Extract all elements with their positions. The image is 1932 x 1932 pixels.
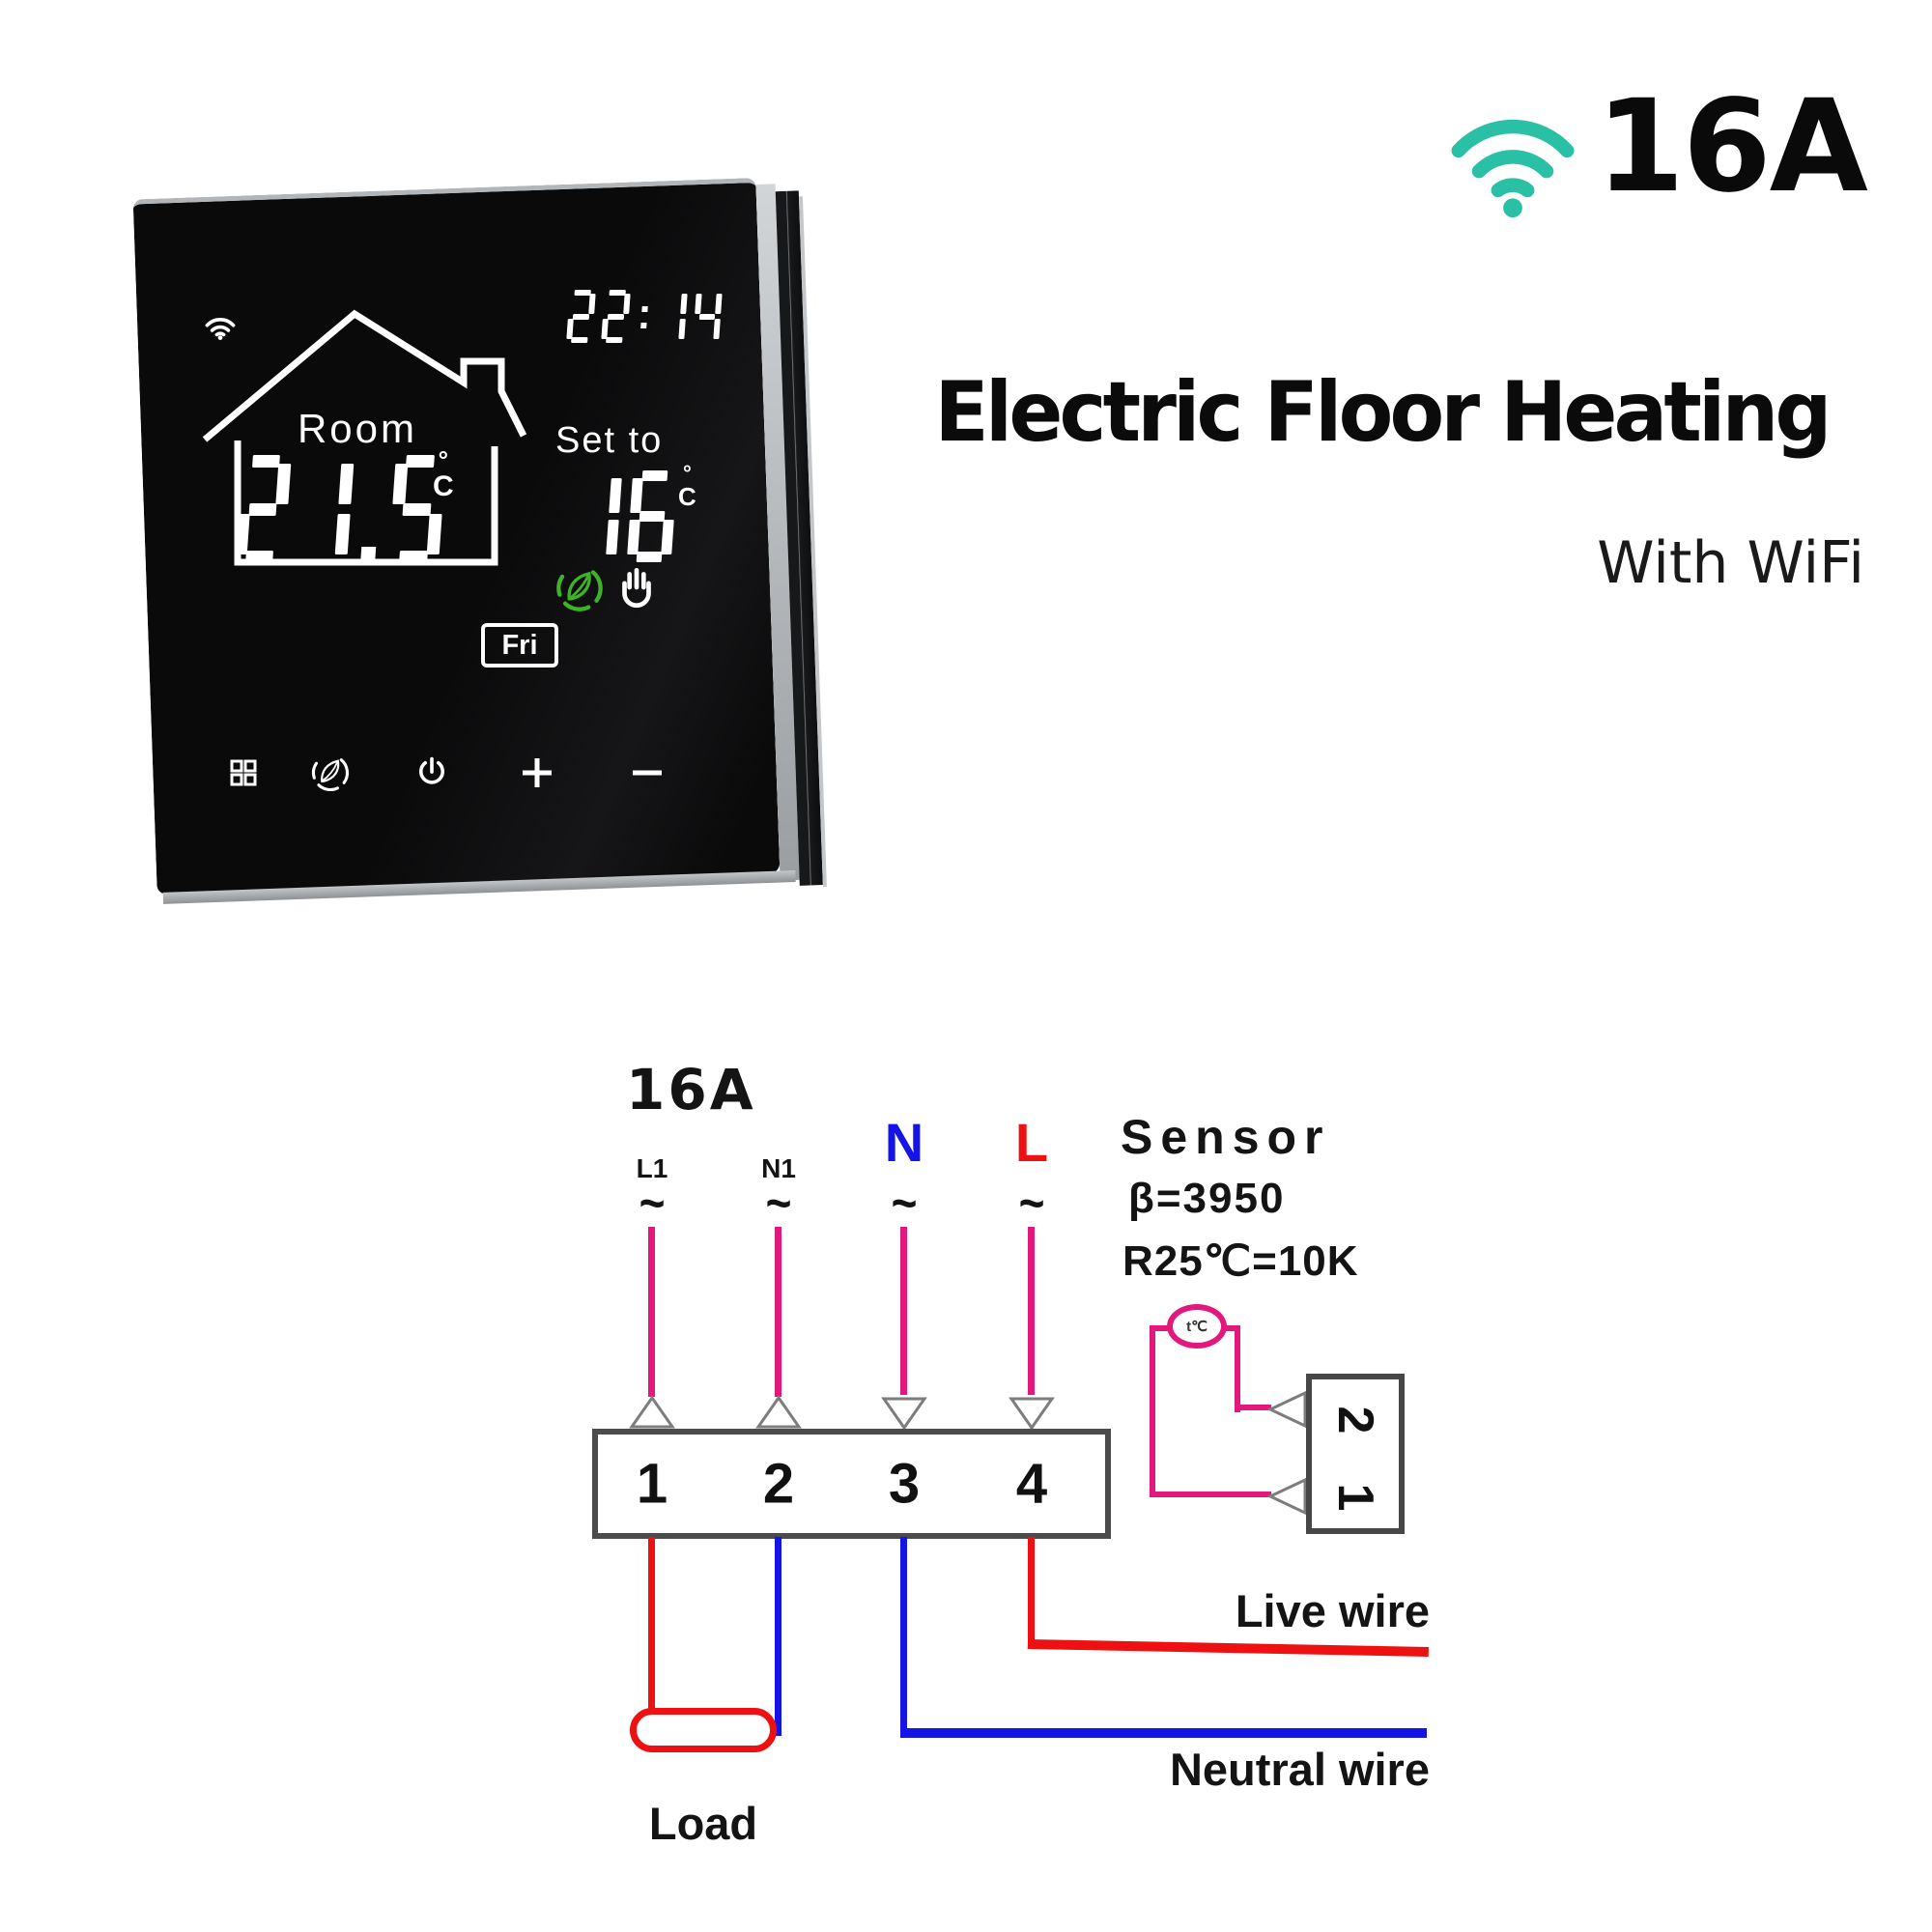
set-temperature — [572, 470, 689, 562]
product-title: Electric Floor Heating — [934, 364, 1832, 461]
terminal-label-n1: N1 — [761, 1153, 796, 1183]
sensor-terminal-2: 2 — [1327, 1406, 1383, 1435]
set-temp-unit: ° C — [678, 461, 696, 511]
wire-neutral-vertical — [900, 1537, 907, 1736]
connector-triangle-left — [1267, 1390, 1307, 1429]
wire-load-live — [648, 1537, 655, 1714]
room-label: Room — [297, 406, 418, 451]
wifi-status-icon — [205, 318, 236, 340]
terminal-label-l: L — [1014, 1112, 1049, 1173]
brand-wifi-icon — [1451, 119, 1575, 218]
sensor-probe: t℃ — [1167, 1304, 1227, 1349]
live-wire-line — [1027, 1639, 1429, 1657]
sensor-block: 2 1 — [1306, 1374, 1405, 1534]
sensor-loop-left — [1150, 1325, 1155, 1497]
day-badge: Fri — [481, 623, 558, 668]
sensor-terminal-1: 1 — [1327, 1483, 1383, 1512]
connector-triangle-up — [755, 1395, 802, 1429]
terminal-number-2: 2 — [762, 1452, 795, 1516]
degree-symbol: ° — [682, 461, 692, 485]
power-button[interactable] — [414, 754, 449, 791]
terminal-label-n: N — [884, 1112, 924, 1173]
product-subtitle: With WiFi — [1597, 529, 1864, 597]
ac-tilde: ~ — [1018, 1174, 1045, 1232]
ac-tilde: ~ — [639, 1174, 666, 1232]
ac-tilde: ~ — [765, 1174, 792, 1232]
neutral-wire-line — [900, 1728, 1427, 1738]
terminal-number-1: 1 — [636, 1452, 668, 1516]
celsius-letter: C — [433, 470, 454, 502]
connector-triangle-up — [629, 1395, 675, 1429]
house-outline — [202, 309, 527, 566]
load-element — [630, 1708, 777, 1752]
celsius-letter: C — [678, 482, 696, 511]
diagram-amp-label: 16A — [626, 1057, 756, 1122]
decrease-button[interactable] — [629, 754, 666, 791]
menu-button[interactable] — [229, 758, 258, 787]
sensor-wire-upper — [1235, 1405, 1271, 1410]
room-temperature — [234, 455, 458, 563]
wire-load-neutral — [775, 1537, 781, 1736]
neutral-wire-label: Neutral wire — [1169, 1744, 1430, 1795]
load-label: Load — [648, 1798, 758, 1849]
increase-button[interactable] — [519, 754, 555, 791]
sensor-beta: β=3950 — [1128, 1175, 1286, 1222]
connector-triangle-down — [1009, 1397, 1055, 1431]
sensor-title: Sensor — [1121, 1110, 1331, 1164]
terminal-number-3: 3 — [888, 1452, 921, 1516]
terminal-label-l1: L1 — [636, 1153, 668, 1183]
manual-hand-icon — [622, 567, 651, 609]
connector-triangle-down — [881, 1397, 927, 1431]
terminal-block: 1 2 3 4 — [592, 1429, 1111, 1539]
wire-live-vertical — [1028, 1537, 1035, 1645]
wire-l1 — [648, 1227, 655, 1397]
wire-n — [900, 1227, 907, 1395]
ac-tilde: ~ — [891, 1174, 918, 1232]
wire-n1 — [775, 1227, 781, 1397]
clock-time — [566, 290, 730, 343]
connector-triangle-left — [1267, 1477, 1307, 1516]
sensor-loop-right — [1235, 1325, 1240, 1412]
sensor-r25: R25℃=10K — [1122, 1237, 1359, 1285]
set-to-label: Set to — [555, 420, 664, 461]
wire-l — [1028, 1227, 1035, 1395]
sensor-wire-lower — [1150, 1492, 1271, 1497]
amp-rating: 16A — [1596, 72, 1868, 221]
thermostat-screen: Room ° C Set to ° C Fri — [145, 188, 768, 879]
terminal-number-4: 4 — [1015, 1452, 1048, 1516]
eco-button[interactable] — [310, 753, 351, 793]
eco-leaf-icon — [556, 565, 603, 611]
room-temp-unit: ° C — [433, 447, 454, 501]
live-wire-label: Live wire — [1235, 1585, 1430, 1636]
degree-symbol: ° — [438, 445, 449, 474]
